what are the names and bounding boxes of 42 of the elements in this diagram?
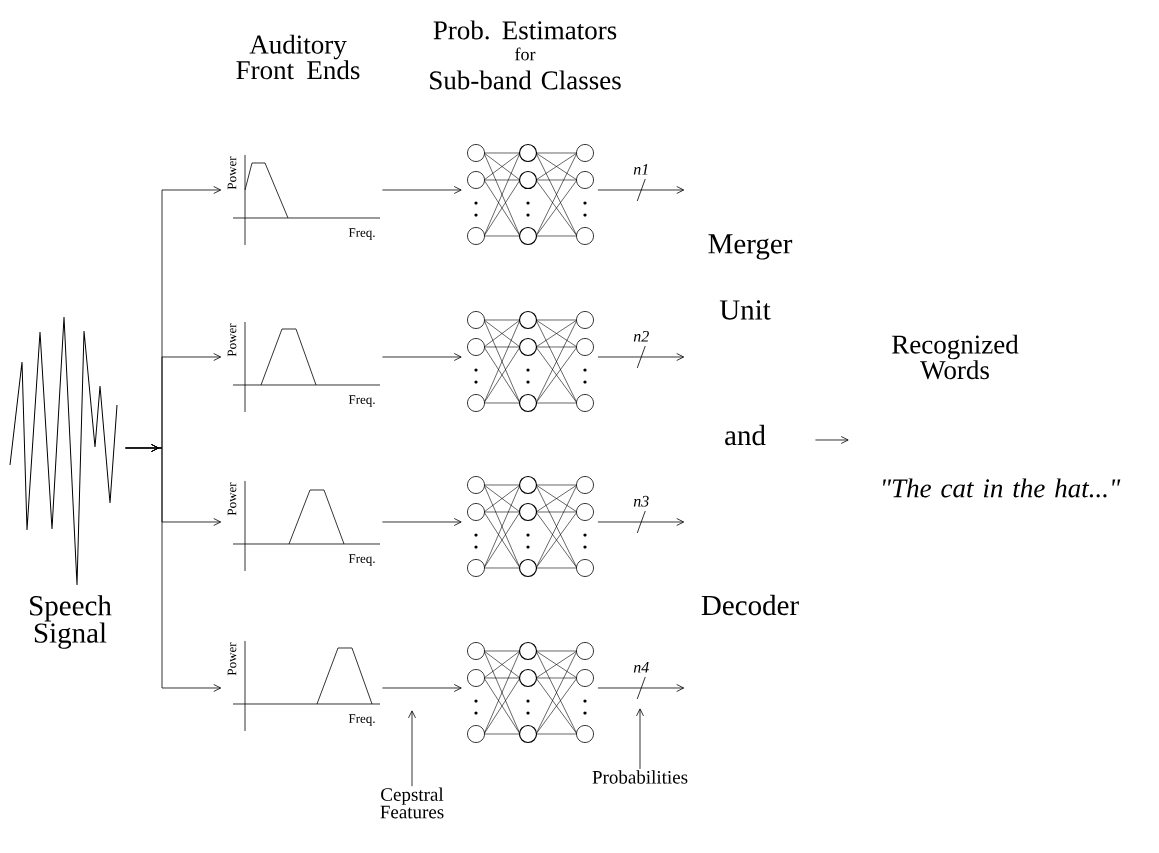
edge-label: n2: [633, 331, 649, 342]
leader-arrow: [408, 710, 416, 787]
arrow: [125, 444, 222, 692]
neural-network-drawing: [467, 143, 594, 246]
arrow: [597, 178, 685, 202]
axis-label: Freq.: [348, 714, 375, 726]
output-label: Recognized Words: [892, 334, 1019, 380]
arrow: [815, 436, 849, 444]
arrow: [382, 353, 462, 361]
block-label: Decoder: [701, 594, 799, 616]
edge-label: n4: [633, 662, 649, 673]
leader-arrow: [636, 708, 644, 770]
annotation-label: Probabilities: [592, 770, 688, 784]
neural-network-drawing: [467, 475, 594, 578]
axis-label: Freq.: [348, 395, 375, 407]
annotation-label: Cepstral Features: [380, 787, 444, 819]
arrow: [597, 345, 685, 369]
block-label: Merger: [708, 234, 793, 260]
neural-network-drawing: [467, 641, 594, 744]
signal-caption: Speech Signal: [30, 595, 112, 649]
arrow: [382, 684, 462, 692]
axis-label: Freq.: [348, 554, 375, 566]
block-label: Unit: [719, 300, 771, 320]
column-heading: Auditory Front Ends: [236, 34, 360, 80]
column-heading: for: [515, 47, 536, 61]
neural-network-drawing: [467, 310, 594, 413]
arrow: [382, 518, 462, 526]
output-label: "The cat in the hat...": [883, 478, 1121, 498]
arrow: [382, 186, 462, 194]
picture: [9, 316, 118, 586]
edge-label: n1: [633, 164, 648, 175]
axis-label: Power: [227, 642, 237, 676]
column-heading: Prob. Estimators: [433, 20, 617, 40]
arrow: [597, 510, 685, 534]
axis-label: Power: [227, 156, 237, 190]
axis-label: Power: [227, 482, 237, 516]
column-heading: Sub-band Classes: [430, 70, 621, 90]
block-label: and: [725, 424, 766, 446]
axis-label: Freq.: [348, 228, 375, 240]
arrow: [597, 676, 685, 700]
edge-label: n3: [633, 495, 649, 507]
axis-label: Power: [227, 323, 237, 357]
